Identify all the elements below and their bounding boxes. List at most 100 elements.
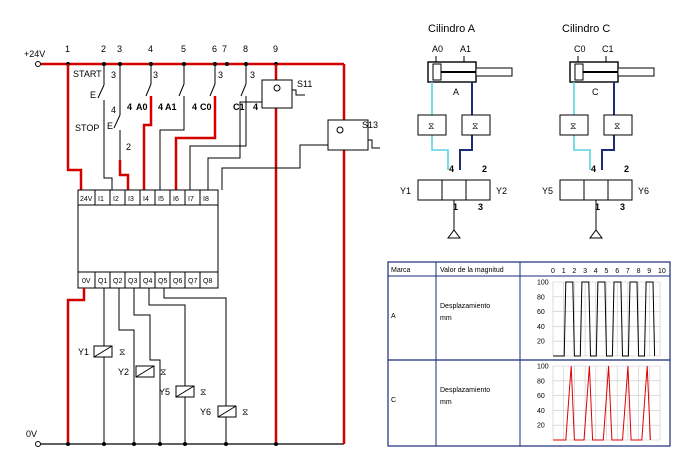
sensor-label-c0: C0: [200, 102, 212, 112]
node-4: 4: [148, 44, 153, 54]
coil-y5-valve-icon: ⧖: [200, 387, 206, 397]
y-tick-label: 100: [537, 280, 549, 287]
ladder-diagram: +24V 0V 1 2 3 4 5 6 7 8 9 START STOP: [24, 44, 380, 447]
sensor-s13-box: [327, 119, 369, 151]
node-2: 2: [101, 44, 106, 54]
sensor-label-c1: C1: [233, 102, 245, 112]
time-tick-label: 4: [594, 268, 598, 275]
plc-output-0v: 0V: [82, 278, 91, 285]
node-1: 1: [65, 44, 70, 54]
plc-output-q5: Q5: [158, 278, 167, 285]
node-8: 8: [243, 44, 248, 54]
plc-module: 24V I1 I2 I3 I4 I5 I6 I7 I8 0V Q1 Q2 Q3 …: [77, 189, 219, 289]
node-3: 3: [117, 44, 122, 54]
cylinder-a-title: Cilindro A: [428, 23, 476, 35]
time-tick-label: 8: [637, 268, 641, 275]
stop-actuator-icon: E: [107, 121, 113, 131]
y-tick-label: 60: [537, 393, 545, 400]
row-a-quantity: Desplazamiento: [440, 303, 490, 310]
valve-c-port-3: 3: [620, 202, 625, 212]
y-tick-label: 20: [537, 339, 545, 346]
cyl-a-sensor-a0: A0: [432, 44, 443, 54]
stop-contact: [113, 114, 121, 129]
start-contact: [97, 84, 105, 99]
node-7: 7: [222, 44, 227, 54]
time-tick-label: 1: [562, 268, 566, 275]
coil-y5-label: Y5: [159, 387, 170, 397]
plc-output-q3: Q3: [128, 278, 137, 285]
time-tick-label: 0: [551, 268, 555, 275]
node-5: 5: [181, 44, 186, 54]
cylinder-a: A0 A1 A ⧖ ⧖: [417, 44, 513, 170]
contact-num-3: 3: [218, 70, 223, 80]
plc-input-i1: I1: [98, 196, 104, 203]
contact-num-1: 3: [111, 70, 116, 80]
supply-pos-label: +24V: [24, 49, 45, 59]
valve-c-supply-icon: [589, 229, 603, 239]
throttle-a1-icon: ⧖: [428, 121, 434, 131]
sensor-label-a1: A1: [165, 102, 177, 112]
node-numbers: 1 2 3 4 5 6 7 8 9: [65, 44, 278, 54]
cyl-c-sensor-c1: C1: [602, 44, 614, 54]
plc-output-q1: Q1: [98, 278, 107, 285]
throttle-c1-icon: ⧖: [570, 121, 576, 131]
cyl-c-sensor-c0: C0: [574, 44, 586, 54]
supply-pos-terminal: [35, 61, 41, 67]
time-tick-label: 6: [615, 268, 619, 275]
sensor-s11-box: [261, 79, 293, 109]
contact-num-5: 4: [111, 105, 116, 115]
plc-output-q6: Q6: [173, 278, 182, 285]
time-tick-label: 7: [626, 268, 630, 275]
valve-c-port-2: 2: [624, 164, 629, 174]
output-coils: Y1 ⧖ Y2 ⧖ Y5 ⧖ Y6 ⧖: [78, 288, 248, 444]
valve-c-coil-y6: Y6: [638, 186, 649, 196]
time-tick-label: 10: [658, 268, 666, 275]
stop-label: STOP: [75, 123, 99, 133]
plc-input-24v: 24V: [80, 196, 93, 203]
valve-c-coil-y5: Y5: [542, 186, 553, 196]
valve-a-port-3: 3: [478, 202, 483, 212]
plc-output-q2: Q2: [113, 278, 122, 285]
row-a-mark: A: [391, 313, 396, 320]
cylinder-c-title: Cilindro C: [562, 23, 610, 35]
contact-num-10: 2: [126, 142, 131, 152]
cylinder-c: C0 C1 C ⧖ ⧖: [559, 44, 655, 170]
y-tick-label: 40: [537, 324, 545, 331]
plc-input-i2: I2: [113, 196, 119, 203]
valve-a: 4 2 1 3 Y1 Y2: [400, 164, 507, 239]
contact-num-4: 3: [250, 70, 255, 80]
node-6: 6: [212, 44, 217, 54]
start-label: START: [73, 69, 102, 79]
sensor-s13-label: S13: [362, 120, 378, 130]
cyl-a-sensor-a1: A1: [460, 44, 471, 54]
coil-y2-valve-icon: ⧖: [160, 367, 166, 377]
cyl-a-letter: A: [453, 87, 459, 97]
coil-y2-label: Y2: [118, 367, 129, 377]
supply-neg-terminal: [35, 441, 41, 447]
y-tick-label: 80: [537, 294, 545, 301]
coil-y1-label: Y1: [78, 347, 89, 357]
row-c-unit: mm: [440, 399, 452, 406]
plc-input-i4: I4: [143, 196, 149, 203]
valve-a-port-2: 2: [482, 164, 487, 174]
col-header-value: Valor de la magnitud: [440, 267, 504, 274]
plc-input-i6: I6: [173, 196, 179, 203]
plc-output-q8: Q8: [203, 278, 212, 285]
time-tick-label: 2: [572, 268, 576, 275]
y-tick-label: 100: [537, 364, 549, 371]
y-tick-label: 20: [537, 423, 545, 430]
plc-input-i5: I5: [158, 196, 164, 203]
supply-neg-label: 0V: [26, 429, 37, 439]
contact-num-8: 4: [192, 102, 197, 112]
contact-num-6: 4: [127, 102, 132, 112]
coil-y6-valve-icon: ⧖: [242, 407, 248, 417]
time-tick-label: 5: [605, 268, 609, 275]
coil-y6-label: Y6: [200, 407, 211, 417]
series-line-a: [553, 281, 656, 357]
rung-1-wire: [66, 64, 83, 190]
node-9: 9: [273, 44, 278, 54]
